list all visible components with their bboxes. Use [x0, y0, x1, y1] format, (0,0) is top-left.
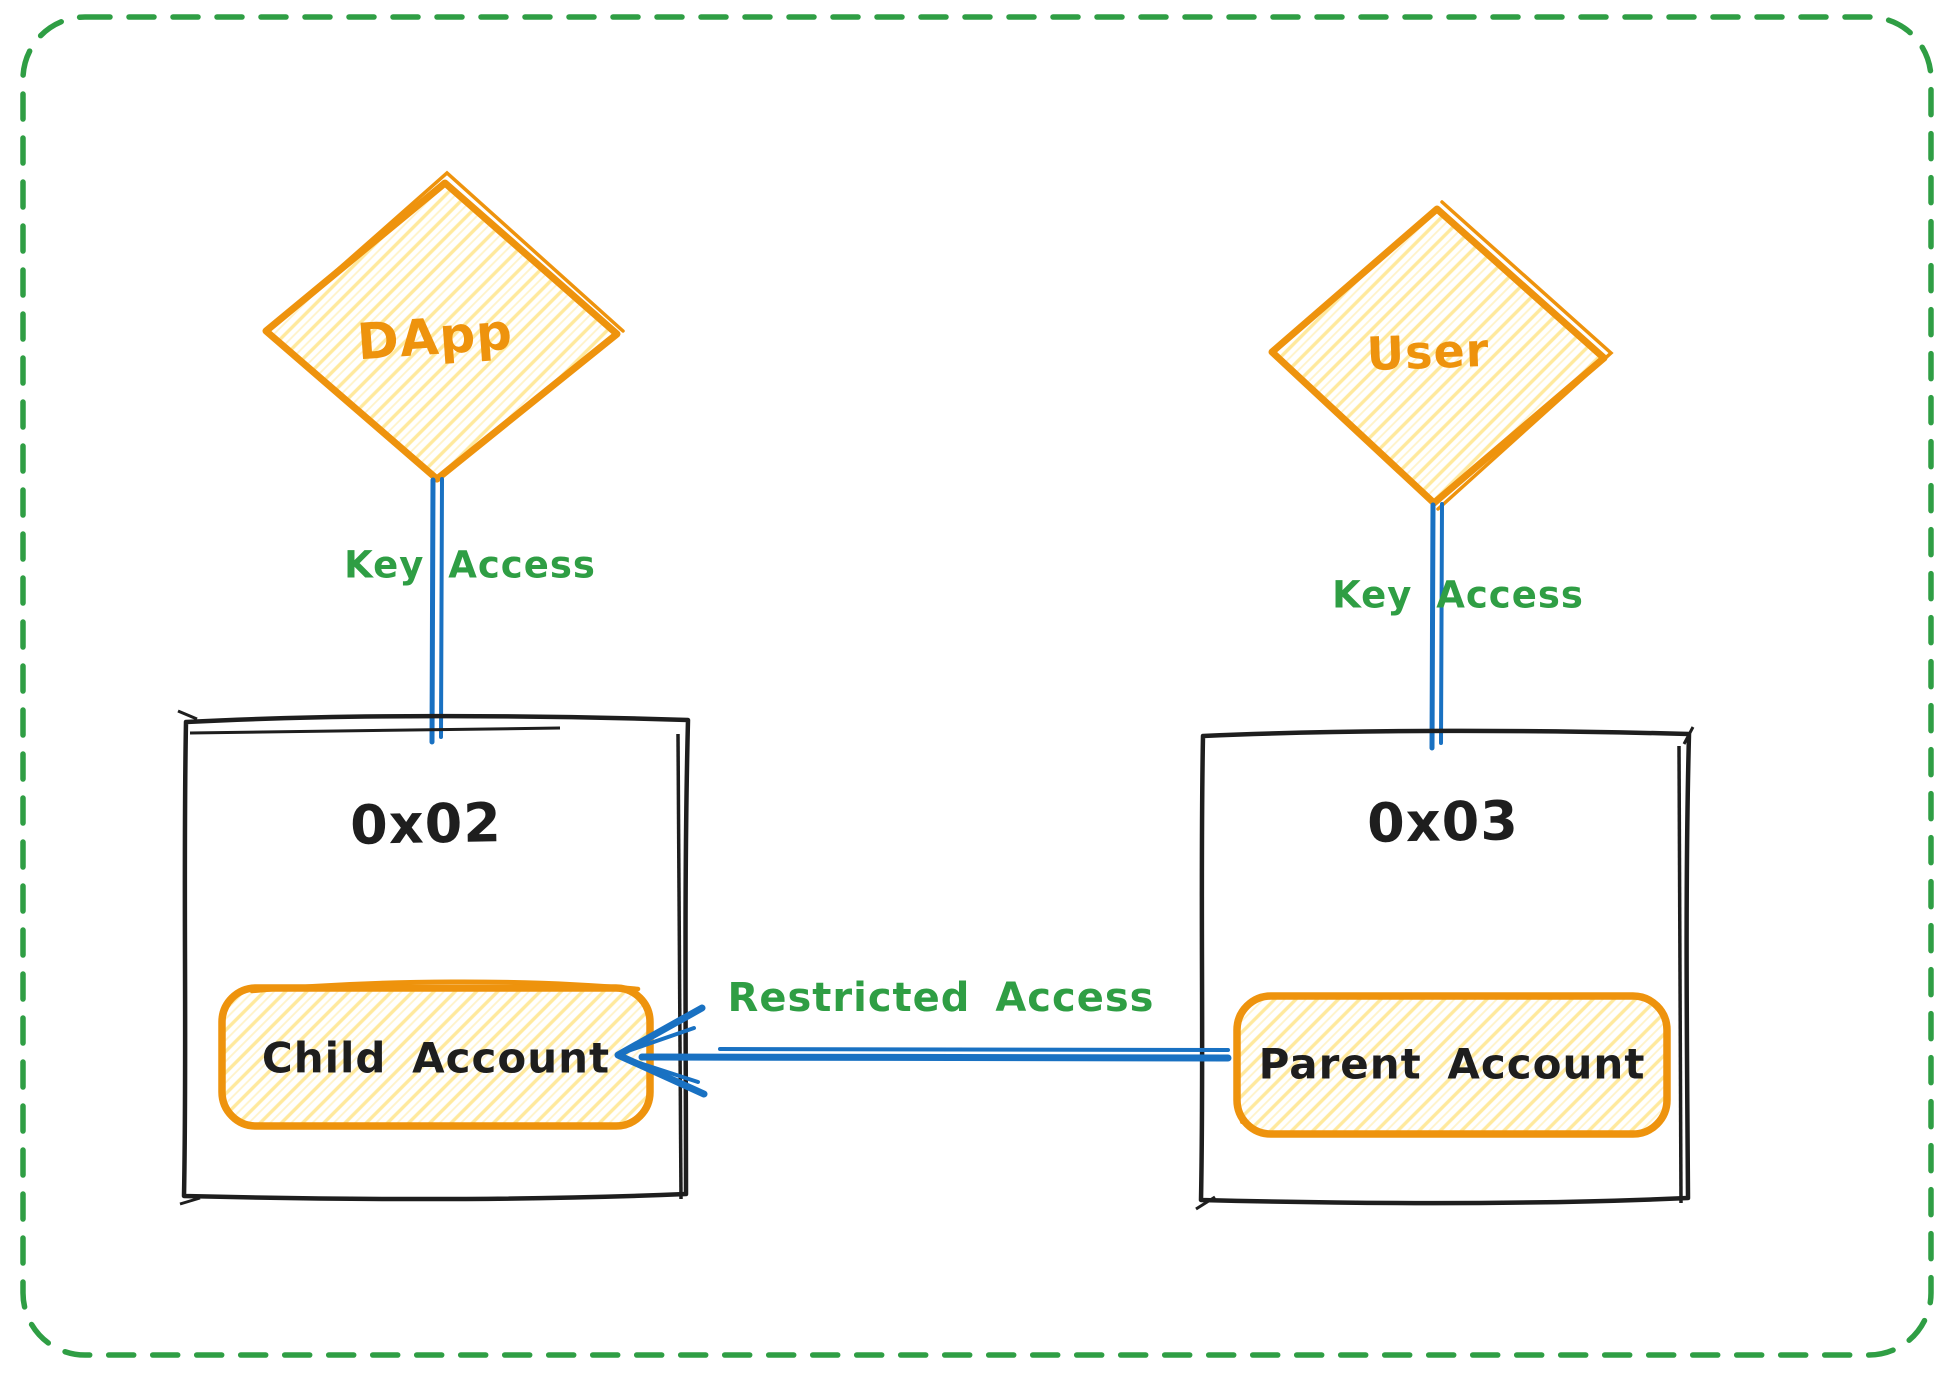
- dapp-diamond: [262, 170, 625, 483]
- canvas-dashed-border: [20, 14, 1934, 1358]
- parent-account-box: [1233, 992, 1671, 1138]
- key-access-edge-user: [1429, 502, 1444, 751]
- key-access-edge-dapp: [429, 477, 444, 745]
- arrowhead-icon: [614, 1004, 708, 1098]
- restricted-access-arrow: [614, 1004, 1232, 1098]
- wallet-box-0x02: [177, 709, 691, 1206]
- user-diamond: [1268, 200, 1614, 511]
- child-account-box: [218, 979, 654, 1130]
